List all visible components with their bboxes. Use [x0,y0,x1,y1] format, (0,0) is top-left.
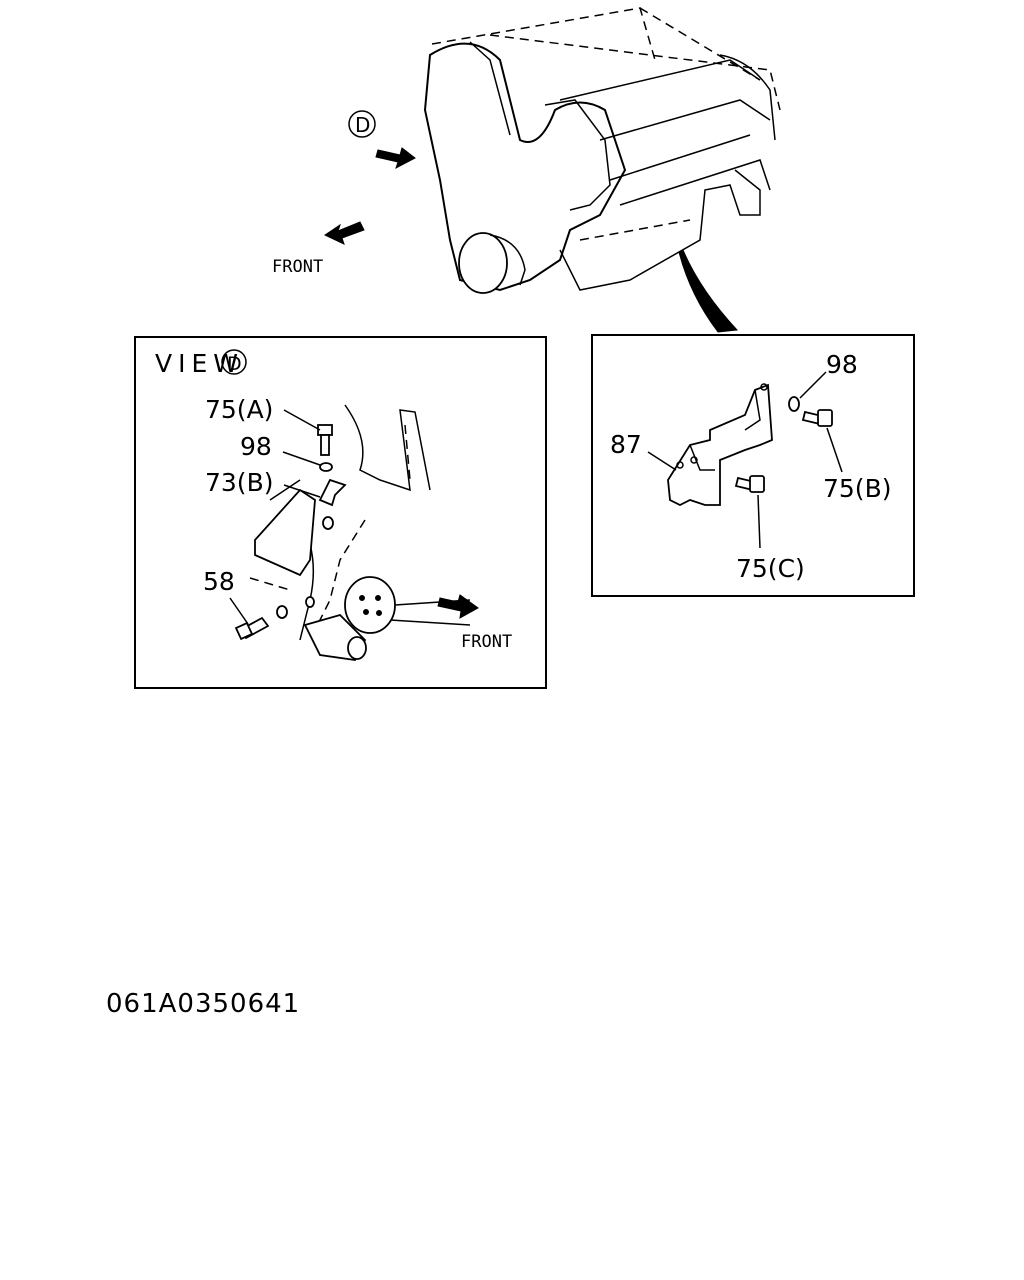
detail-panel: 98 87 75(B) 75(C) [591,334,915,597]
callout-75a: 75(A) [205,395,273,424]
view-d-title-marker: D [227,353,242,375]
callout-98-left: 98 [240,432,272,461]
callout-98-right: 98 [826,350,858,379]
callout-58: 58 [203,567,235,596]
diagram-code: 061A0350641 [106,989,300,1019]
view-d-panel: VIEW D [134,336,547,689]
view-d-title: VIEW [155,349,244,378]
callout-87: 87 [610,430,642,459]
top-front-label: FRONT [272,257,323,277]
callout-73b: 73(B) [205,468,273,497]
view-d-front-label: FRONT [461,632,512,652]
callout-75c: 75(C) [736,554,805,583]
top-view-marker: D [355,113,370,137]
callout-75b: 75(B) [823,474,891,503]
engine-illustration: D FRONT [272,7,781,333]
